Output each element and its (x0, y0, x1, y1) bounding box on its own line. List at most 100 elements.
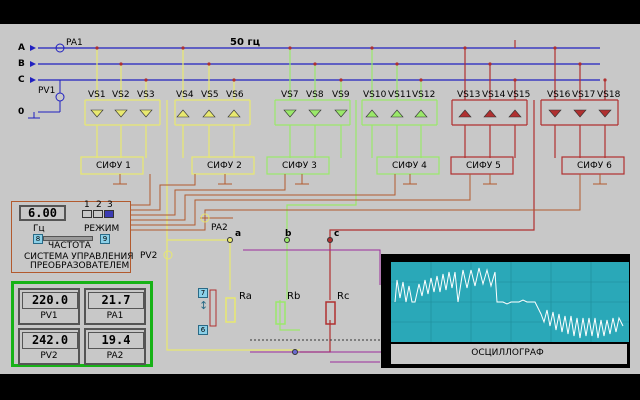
vs7-symbol (283, 109, 297, 118)
phase-label-0: 0 (18, 107, 25, 117)
load-up-button[interactable]: 7 (198, 288, 208, 298)
pa1-label: PA1 (66, 38, 83, 48)
phase-label-c: C (18, 75, 25, 85)
vs2-symbol (114, 109, 128, 118)
meter-pa2: 19.4 PA2 (84, 328, 146, 365)
thyristor-label-13: VS13 (457, 90, 481, 100)
node-a (227, 237, 233, 243)
g1-rail-ends (84, 100, 251, 125)
oscilloscope-label: ОСЦИЛЛОГРАФ (471, 348, 544, 358)
supply-frequency: 50 гц (230, 37, 261, 48)
meter-pv1-name: PV1 (40, 311, 58, 321)
g2-feeds-b (371, 48, 422, 100)
rc-label: Rc (337, 291, 350, 302)
sifu2-box (191, 156, 255, 175)
sifu5-box (450, 156, 514, 175)
vs6-symbol (227, 109, 241, 118)
g3-feeds-b (554, 48, 606, 100)
ra-slider (209, 289, 217, 327)
pv2-label: PV2 (140, 251, 158, 261)
group2-thyristors (283, 109, 428, 118)
system-title-2: ПРЕОБРАЗОВАТЕЛЕМ (30, 261, 130, 271)
arrow-b (30, 61, 36, 67)
node-b (284, 237, 290, 243)
freq-unit-label: Гц (33, 224, 45, 234)
vs18-symbol (598, 109, 612, 118)
meter-pa1: 21.7 PA1 (84, 288, 146, 325)
g2-to-sifu4 (371, 125, 422, 158)
phase-c-label: c (334, 229, 340, 239)
thyristor-label-1: VS1 (88, 90, 106, 100)
waveform (394, 267, 624, 339)
vs14-symbol (483, 109, 497, 118)
g2-feeds-a (289, 48, 342, 100)
meter-pv2-name: PV2 (40, 351, 58, 361)
sifu6-box (561, 156, 625, 175)
vs15-symbol (508, 109, 522, 118)
freq-caption: ЧАСТОТА (48, 241, 91, 251)
sifu-grounds (113, 174, 607, 185)
meter-pa2-name: PA2 (106, 351, 124, 361)
rb-lead (279, 300, 300, 331)
pa2-ammeter (200, 213, 210, 223)
oscilloscope-screen (391, 262, 629, 342)
neutral-node (292, 349, 298, 355)
g3-feeds-a (464, 48, 516, 100)
freq-decrease-button[interactable]: 8 (33, 234, 43, 244)
pa2-label: PA2 (211, 223, 228, 233)
g1-to-sifu1 (96, 125, 147, 158)
mode-option-3[interactable] (104, 210, 114, 218)
vs13-symbol (458, 109, 472, 118)
g3-output (329, 100, 535, 300)
frequency-slider[interactable] (43, 236, 93, 241)
sifu2-label: СИФУ 2 (207, 161, 242, 171)
thyristor-label-8: VS8 (306, 90, 324, 100)
pv2-voltmeter (163, 250, 173, 260)
thyristor-label-9: VS9 (332, 90, 350, 100)
mode-number-3: 3 (107, 200, 113, 210)
freq-increase-button[interactable]: 9 (100, 234, 110, 244)
resistor-rc (325, 301, 336, 325)
vs1-symbol (90, 109, 104, 118)
mode-option-1[interactable] (82, 210, 92, 218)
rb-label: Rb (287, 291, 301, 302)
vs11-symbol (390, 109, 404, 118)
rc-lead (300, 320, 331, 353)
thyristor-label-14: VS14 (482, 90, 506, 100)
group1-thyristors (90, 109, 241, 118)
supply-buses (38, 47, 600, 81)
ra-label: Ra (239, 291, 252, 302)
phase-b-label: b (285, 229, 292, 239)
sifu3-box (266, 156, 330, 175)
load-arrows-icon: ↕ (199, 299, 209, 312)
resistor-rb (275, 301, 286, 325)
mode-number-2: 2 (96, 200, 102, 210)
vs3-symbol (139, 109, 153, 118)
g3-to-sifu6 (554, 125, 606, 158)
oscilloscope-label-area (391, 344, 627, 364)
group3-thyristors (458, 109, 612, 118)
load-down-button[interactable]: 6 (198, 325, 208, 335)
frequency-display: 6.00 (19, 205, 66, 221)
group3-wiring (300, 40, 625, 353)
arrow-c (30, 77, 36, 83)
bottom-bar (0, 374, 640, 400)
g1-return (166, 240, 300, 351)
meter-pa2-value: 19.4 (88, 332, 144, 349)
mode-label: РЕЖИМ (84, 224, 120, 234)
node-c (327, 237, 333, 243)
meter-pv1-value: 220.0 (22, 292, 78, 309)
meter-pv1: 220.0 PV1 (18, 288, 80, 325)
meter-pv2: 242.0 PV2 (18, 328, 80, 365)
mode-option-2[interactable] (93, 210, 103, 218)
thyristor-label-7: VS7 (281, 90, 299, 100)
group2-wiring (266, 48, 440, 331)
vs17-symbol (573, 109, 587, 118)
thyristor-label-12: VS12 (412, 90, 436, 100)
control-wiring (131, 174, 581, 231)
thyristor-label-10: VS10 (363, 90, 387, 100)
top-bar (0, 0, 640, 24)
thyristor-label-5: VS5 (201, 90, 219, 100)
